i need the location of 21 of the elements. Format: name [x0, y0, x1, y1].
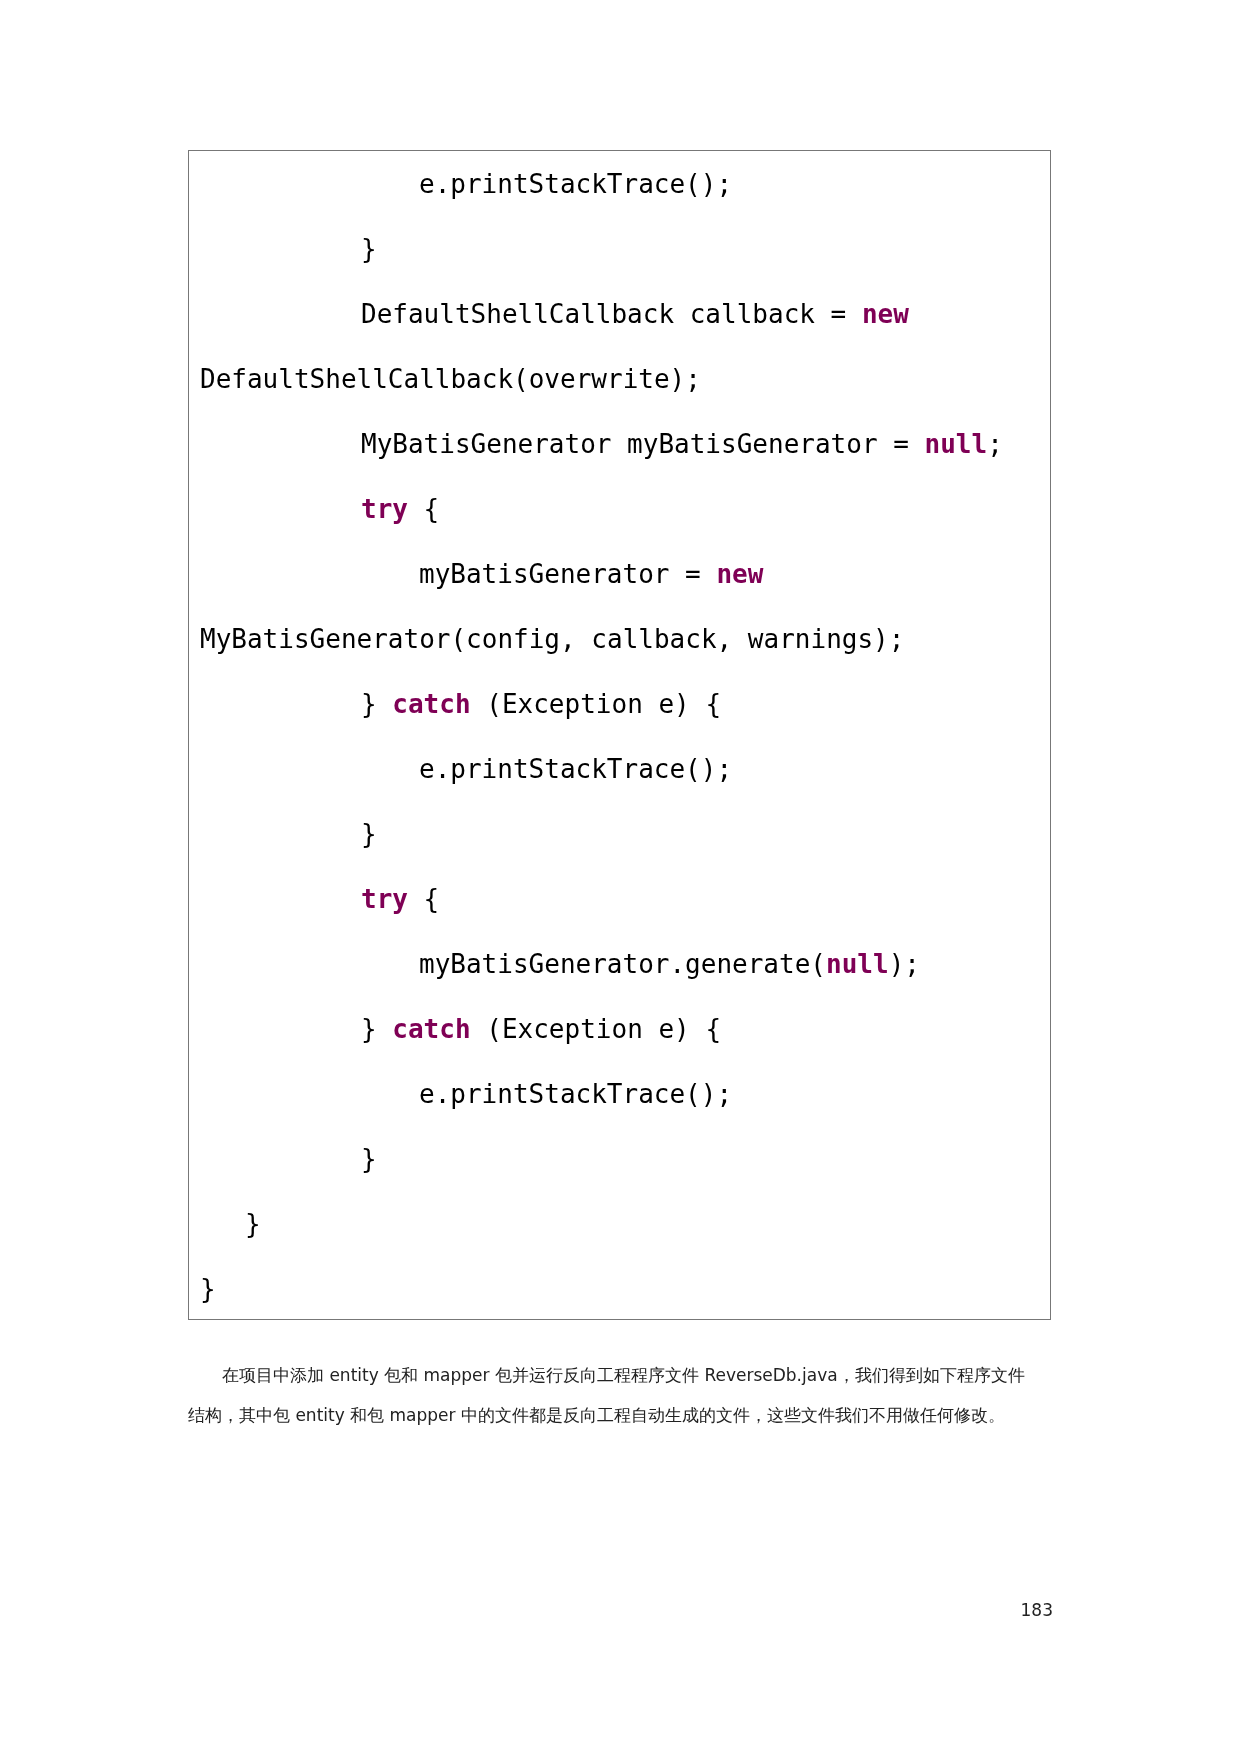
code-line: e.printStackTrace();	[419, 753, 733, 786]
code-line: e.printStackTrace();	[419, 1078, 733, 1111]
body-paragraph: 在项目中添加 entity 包和 mapper 包并运行反向工程程序文件 ReverseDb.java，我们得到如下程序文件结构，其中包 entity 和包 mapper 中的文件都是反向工程自动生成的文件，这些文件我们不用做任何修改。	[188, 1364, 1026, 1427]
code-line: DefaultShellCallback callback = new	[361, 298, 909, 331]
code-line: }	[245, 1208, 261, 1241]
code-line: } catch (Exception e) {	[361, 1013, 722, 1046]
code-line: } catch (Exception e) {	[361, 688, 722, 721]
code-line: MyBatisGenerator(config, callback, warnings);	[200, 623, 905, 656]
code-line: myBatisGenerator = new	[419, 558, 764, 591]
code-line: }	[361, 818, 377, 851]
code-line: DefaultShellCallback(overwrite);	[200, 363, 701, 396]
page-number: 183	[1020, 1600, 1053, 1620]
code-line: }	[361, 233, 377, 266]
code-line: e.printStackTrace();	[419, 168, 733, 201]
code-line: MyBatisGenerator myBatisGenerator = null;	[361, 428, 1003, 461]
code-line: try {	[361, 493, 440, 526]
code-line: }	[200, 1273, 216, 1306]
code-listing-box	[188, 150, 1051, 1320]
code-line: myBatisGenerator.generate(null);	[419, 948, 920, 981]
code-line: }	[361, 1143, 377, 1176]
code-line: try {	[361, 883, 440, 916]
